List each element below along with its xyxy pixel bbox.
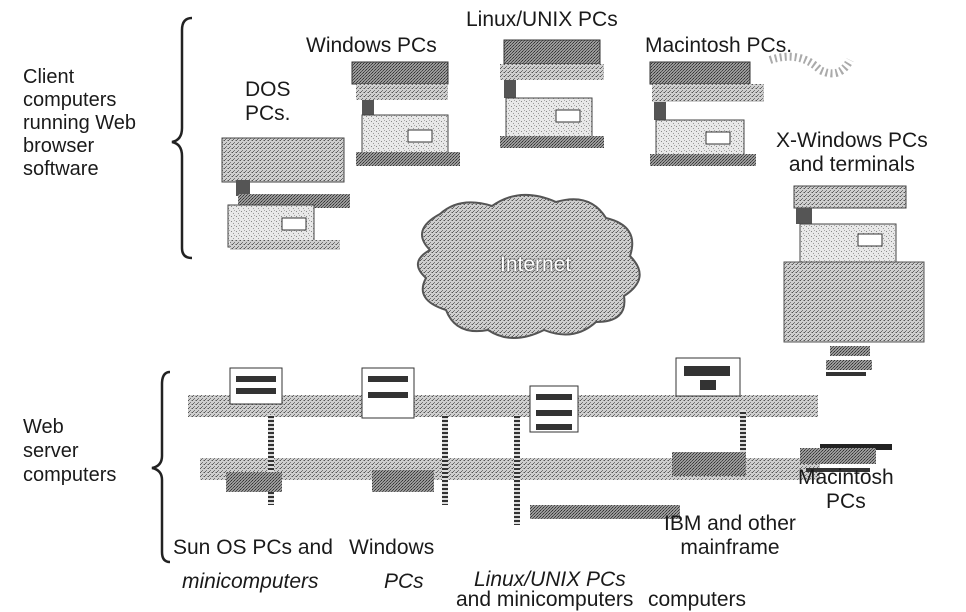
server-network-cables xyxy=(188,395,892,525)
x-windows-pcs-label: X-Windows PCs and terminals xyxy=(776,129,928,176)
dos-pc-icon xyxy=(221,137,350,250)
windows-server-label-line1: Windows xyxy=(349,536,435,559)
ibm-mainframe-label-line3: computers xyxy=(648,588,747,611)
macintosh-pcs-label: Macintosh PCs. xyxy=(645,34,793,57)
windows-pcs-label: Windows PCs xyxy=(306,34,437,57)
linux-unix-pcs-label: Linux/UNIX PCs xyxy=(466,8,618,31)
client-group-label: Client computers running Web browser sof… xyxy=(23,66,137,180)
linux-unix-server-label-line1: Linux/UNIX PCs xyxy=(474,568,626,591)
x-windows-pc-icon xyxy=(783,185,925,376)
sun-os-server-icon xyxy=(226,367,283,492)
sun-os-label-line2: minicomputers xyxy=(182,570,319,593)
windows-pc-icon xyxy=(351,61,460,166)
windows-server-icon xyxy=(361,367,434,492)
linux-unix-pc-icon xyxy=(500,39,604,148)
macintosh-server-label: Macintosh PCs xyxy=(798,466,894,513)
dos-pcs-label: DOS PCs. xyxy=(245,78,291,125)
sun-os-label-line1: Sun OS PCs and xyxy=(173,536,333,559)
server-group-label: Web server computers xyxy=(23,416,117,486)
macintosh-server-icon xyxy=(800,448,876,472)
internet-label: Internet xyxy=(500,253,572,276)
internet-cloud-icon xyxy=(417,193,641,339)
server-group-bracket xyxy=(151,370,171,564)
linux-unix-server-icon xyxy=(529,385,579,433)
windows-server-label-line2: PCs xyxy=(384,570,424,593)
client-group-bracket xyxy=(171,16,193,260)
ibm-mainframe-server-icon xyxy=(672,357,746,476)
ibm-mainframe-label: IBM and other mainframe xyxy=(664,512,796,559)
macintosh-pc-icon xyxy=(649,52,854,166)
linux-unix-server-label-line2: and minicomputers xyxy=(456,588,634,611)
